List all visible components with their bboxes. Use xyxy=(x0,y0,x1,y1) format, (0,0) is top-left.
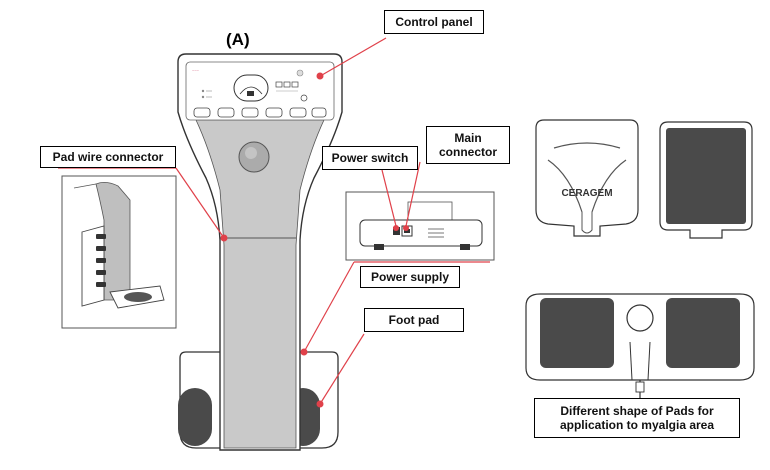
power-supply-inset xyxy=(345,191,495,261)
label-power-supply: Power supply xyxy=(360,266,460,288)
display-readout xyxy=(247,91,254,96)
display-figure xyxy=(239,86,263,95)
figure-letter: (A) xyxy=(226,30,250,49)
panel-brand-mark: ~~~ xyxy=(192,68,200,73)
panel-button-row xyxy=(193,107,327,118)
panel-display xyxy=(233,74,269,102)
main-device: ~~~ xyxy=(177,53,343,451)
label-foot-pad: Foot pad xyxy=(364,308,464,332)
pad-wide xyxy=(525,293,755,398)
label-pads-caption: Different shape of Pads for application … xyxy=(534,398,740,438)
label-pads-caption-line2: application to myalgia area xyxy=(559,418,715,432)
pad-brand-text: CERAGEM xyxy=(561,188,612,199)
pad-branded: CERAGEM xyxy=(535,119,639,237)
callouts xyxy=(58,37,490,405)
label-main-connector-line1: Main xyxy=(454,131,482,145)
panel-indicators-left xyxy=(201,89,212,99)
callout-dots xyxy=(220,72,409,408)
label-pads-caption-line1: Different shape of Pads for xyxy=(560,404,714,418)
label-main-connector-line2: connector xyxy=(438,145,497,159)
label-power-switch: Power switch xyxy=(322,146,418,170)
label-control-panel: Control panel xyxy=(384,10,484,34)
pad-plain xyxy=(659,121,753,239)
foot-pad-left xyxy=(178,388,212,446)
panel-buttons-right xyxy=(275,69,308,102)
pad-wire-connector-inset xyxy=(61,175,177,329)
label-pad-wire-connector: Pad wire connector xyxy=(40,146,176,168)
knob-highlight xyxy=(245,147,257,159)
label-main-connector: Main connector xyxy=(426,126,510,164)
device-column xyxy=(195,119,325,449)
